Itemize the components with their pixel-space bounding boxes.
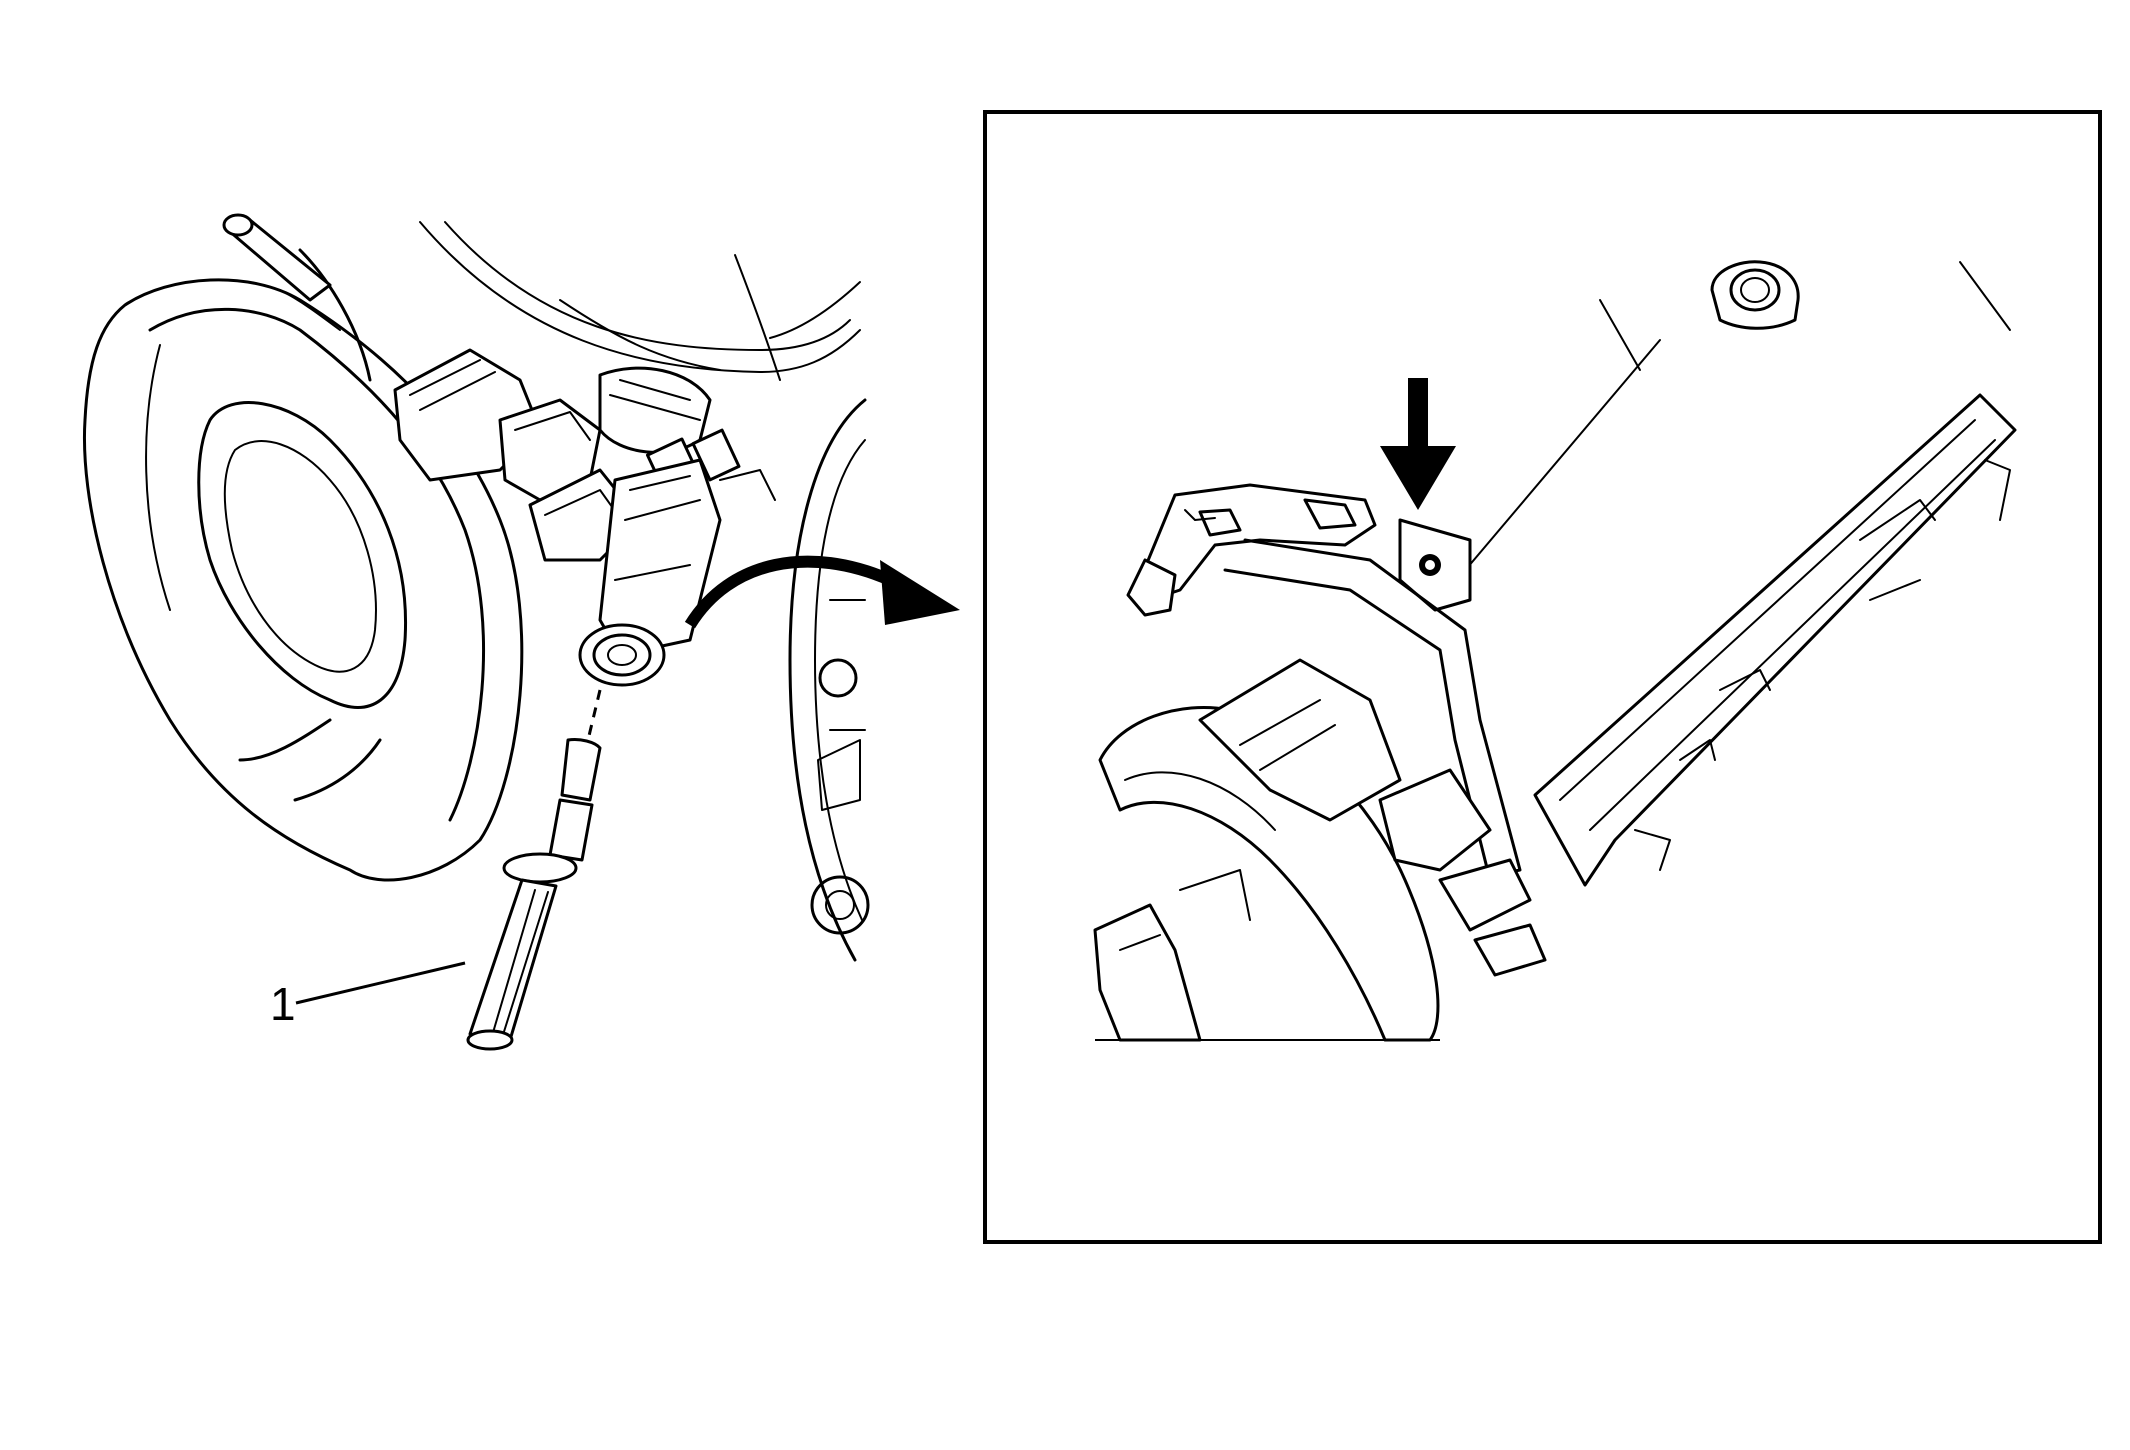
lock-cylinder-tool — [466, 738, 602, 1051]
down-arrow-icon — [1380, 378, 1456, 510]
detail-frame — [983, 110, 2102, 1244]
overview-view: 1 — [82, 213, 960, 1051]
column-bracket — [1533, 393, 2017, 887]
detail-view — [983, 110, 2102, 1244]
callout-label: 1 — [270, 978, 296, 1030]
mounting-boss — [1710, 260, 1800, 330]
wheel-assembly — [788, 398, 870, 962]
dashboard-outline — [419, 221, 861, 381]
callout-1: 1 — [270, 961, 466, 1030]
housing-detail — [1093, 483, 1547, 1042]
lock-cylinder-housing — [578, 458, 722, 687]
alignment-line — [586, 689, 602, 741]
curved-arrow-icon — [684, 555, 960, 629]
steering-wheel — [82, 213, 524, 882]
